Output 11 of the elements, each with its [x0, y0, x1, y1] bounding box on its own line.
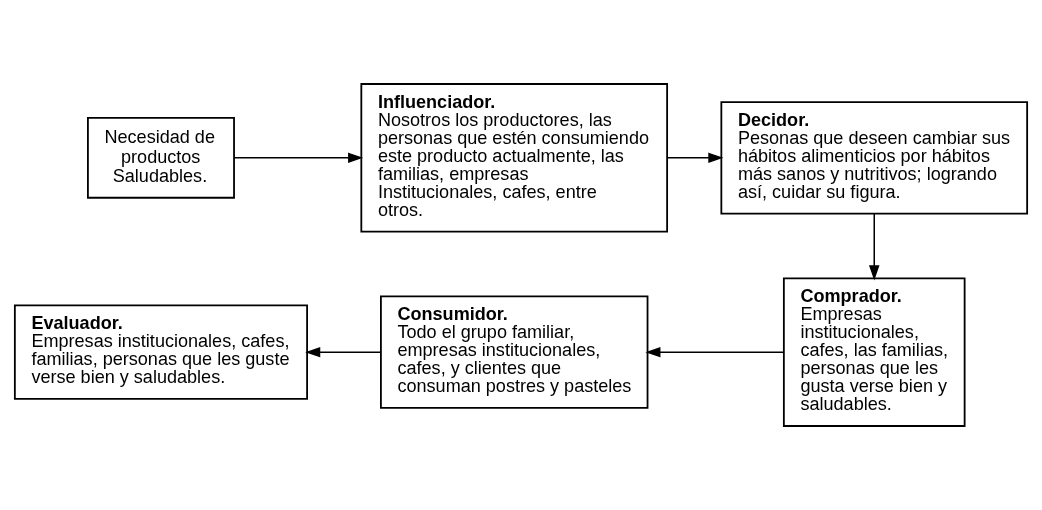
arrow: [645, 346, 785, 358]
node-box: Decidor. Pesonas que deseen cambiar sus hábitos alimenticios por hábitos más sanos y nutritivos; logrando así, cuidar su figura.: [720, 101, 1029, 215]
node-box: Comprador. Empresas institucionales, cafes, las familias, personas que les gusta verse bien y saludables.: [782, 277, 966, 427]
node-box: Evaluador. Empresas institucionales, cafes, familias, personas que les guste verse bien y saludables.: [13, 304, 308, 400]
arrow: [666, 152, 724, 164]
arrow: [305, 346, 382, 358]
arrow: [233, 152, 364, 164]
node-box: Consumidor. Todo el grupo familiar, empresas institucionales, cafes, y clientes que consuman postres y pasteles: [380, 295, 649, 409]
node-box: Necesidad de productos Saludables.: [87, 117, 235, 199]
arrow: [868, 213, 880, 281]
node-box: Influenciador. Nosotros los productores, las personas que estén consumiendo este producto actualmente, las familias, empresas Institucionales, cafes, entre otros.: [360, 83, 669, 233]
